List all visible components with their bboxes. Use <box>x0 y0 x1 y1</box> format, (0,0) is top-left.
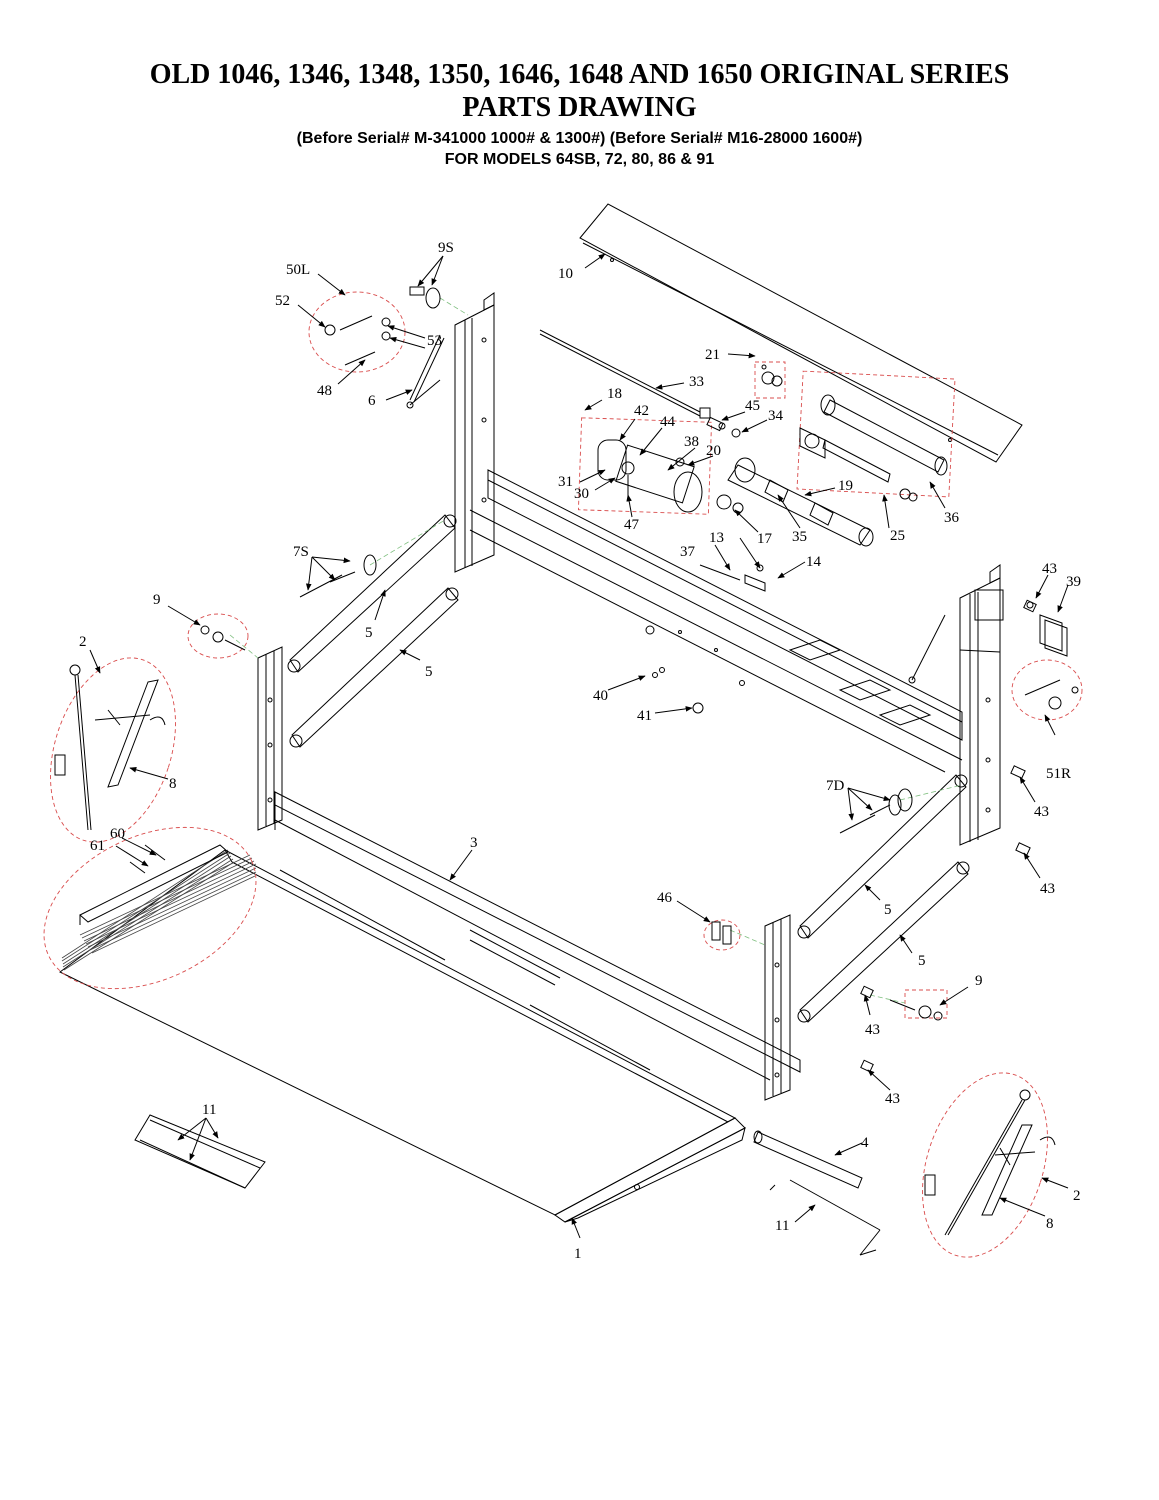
leader-lines <box>89 253 1069 1239</box>
rod-6 <box>406 379 441 409</box>
callout-30: 30 <box>574 486 589 502</box>
callout-3: 3 <box>470 835 478 851</box>
page-subtitle: PARTS DRAWING <box>462 92 697 123</box>
right-rear-column <box>908 564 1004 846</box>
callout-44: 44 <box>660 414 676 430</box>
callout-7s: 7S <box>293 544 309 560</box>
detail-51r <box>959 649 1079 710</box>
guide-lines <box>229 297 963 1004</box>
callout-45: 45 <box>745 398 760 414</box>
callout-41: 41 <box>637 708 652 724</box>
callout-60: 60 <box>110 826 125 842</box>
callout-42: 42 <box>634 403 649 419</box>
sheaves <box>299 554 913 834</box>
top-plate <box>579 203 1023 463</box>
callout-9s: 9S <box>438 240 454 256</box>
pump-rod <box>539 329 724 432</box>
callout-10: 10 <box>558 266 573 282</box>
callout-5-a: 5 <box>365 625 373 641</box>
chain-left <box>54 664 166 831</box>
bracket-39 <box>1026 601 1068 657</box>
callout-47: 47 <box>624 517 640 533</box>
bolts-43 <box>860 599 1037 1073</box>
callout-51r: 51R <box>1046 766 1071 782</box>
chain-right <box>924 1089 1056 1236</box>
callout-43-lower1: 43 <box>865 1022 880 1038</box>
callout-35: 35 <box>792 529 807 545</box>
callout-4: 4 <box>861 1135 869 1151</box>
rollers-9s <box>409 286 441 309</box>
callout-38: 38 <box>684 434 699 450</box>
callout-17: 17 <box>757 531 773 547</box>
pump-motor <box>597 439 703 513</box>
callout-61: 61 <box>90 838 105 854</box>
callout-5-d: 5 <box>918 953 926 969</box>
callout-2-right: 2 <box>1073 1188 1081 1204</box>
callout-13: 13 <box>709 530 724 546</box>
callout-5-c: 5 <box>884 902 892 918</box>
tube-4 <box>753 1130 863 1189</box>
models-note: FOR MODELS 64SB, 72, 80, 86 & 91 <box>444 151 715 168</box>
parallel-arms <box>287 514 970 1023</box>
callout-8-left: 8 <box>169 776 177 792</box>
lower-frame <box>274 791 801 1081</box>
callout-11-right: 11 <box>775 1218 789 1234</box>
parts-9 <box>200 625 943 1021</box>
page-title: OLD 1046, 1346, 1348, 1350, 1646, 1648 A… <box>149 59 1010 90</box>
callout-46: 46 <box>657 890 673 906</box>
parts-40-41 <box>652 667 704 714</box>
right-front-column <box>764 914 791 1101</box>
callout-1: 1 <box>574 1246 582 1262</box>
callout-40: 40 <box>593 688 608 704</box>
parts-60-61 <box>129 844 166 874</box>
rear-frame-beam <box>469 469 963 773</box>
left-rear-column <box>454 292 495 573</box>
callout-43-lower2: 43 <box>885 1091 900 1107</box>
callout-8-right: 8 <box>1046 1216 1054 1232</box>
callout-20: 20 <box>706 443 721 459</box>
callout-50l: 50L <box>286 262 310 278</box>
callout-39: 39 <box>1066 574 1081 590</box>
callout-9-right: 9 <box>975 973 983 989</box>
serial-note: (Before Serial# M-341000 1000# & 1300#) … <box>296 130 863 147</box>
callout-36: 36 <box>944 510 960 526</box>
callout-19: 19 <box>838 478 853 494</box>
sheave-cylinder <box>799 394 948 502</box>
platform-ribs <box>61 849 257 971</box>
callout-labels: 9S 50L 52 53 48 6 10 21 33 18 42 44 45 3… <box>79 240 1081 1262</box>
part-46 <box>711 921 732 945</box>
cylinder <box>727 457 874 547</box>
callout-5-b: 5 <box>425 664 433 680</box>
callout-33: 33 <box>689 374 704 390</box>
callout-14: 14 <box>806 554 822 570</box>
callout-11-left: 11 <box>202 1102 216 1118</box>
callout-9-left: 9 <box>153 592 161 608</box>
callout-43-right: 43 <box>1040 881 1055 897</box>
callout-18: 18 <box>607 386 622 402</box>
fittings-21 <box>761 364 783 387</box>
callout-21: 21 <box>705 347 720 363</box>
callout-6: 6 <box>368 393 376 409</box>
rods-11 <box>134 1114 881 1256</box>
callout-53: 53 <box>427 333 442 349</box>
hinge-bracket <box>79 844 229 925</box>
detail-50l <box>324 315 445 403</box>
callout-52: 52 <box>275 293 290 309</box>
callout-34: 34 <box>768 408 784 424</box>
callout-2-left: 2 <box>79 634 87 650</box>
callout-31: 31 <box>558 474 573 490</box>
callout-25: 25 <box>890 528 905 544</box>
callout-48: 48 <box>317 383 332 399</box>
platform <box>59 849 746 1223</box>
callout-43-top: 43 <box>1042 561 1057 577</box>
callout-7d: 7D <box>826 778 845 794</box>
callout-37: 37 <box>680 544 696 560</box>
title-block: OLD 1046, 1346, 1348, 1350, 1646, 1648 A… <box>0 58 1159 170</box>
limit-parts <box>699 564 766 592</box>
left-front-column <box>257 646 283 831</box>
callout-43-mid: 43 <box>1034 804 1049 820</box>
